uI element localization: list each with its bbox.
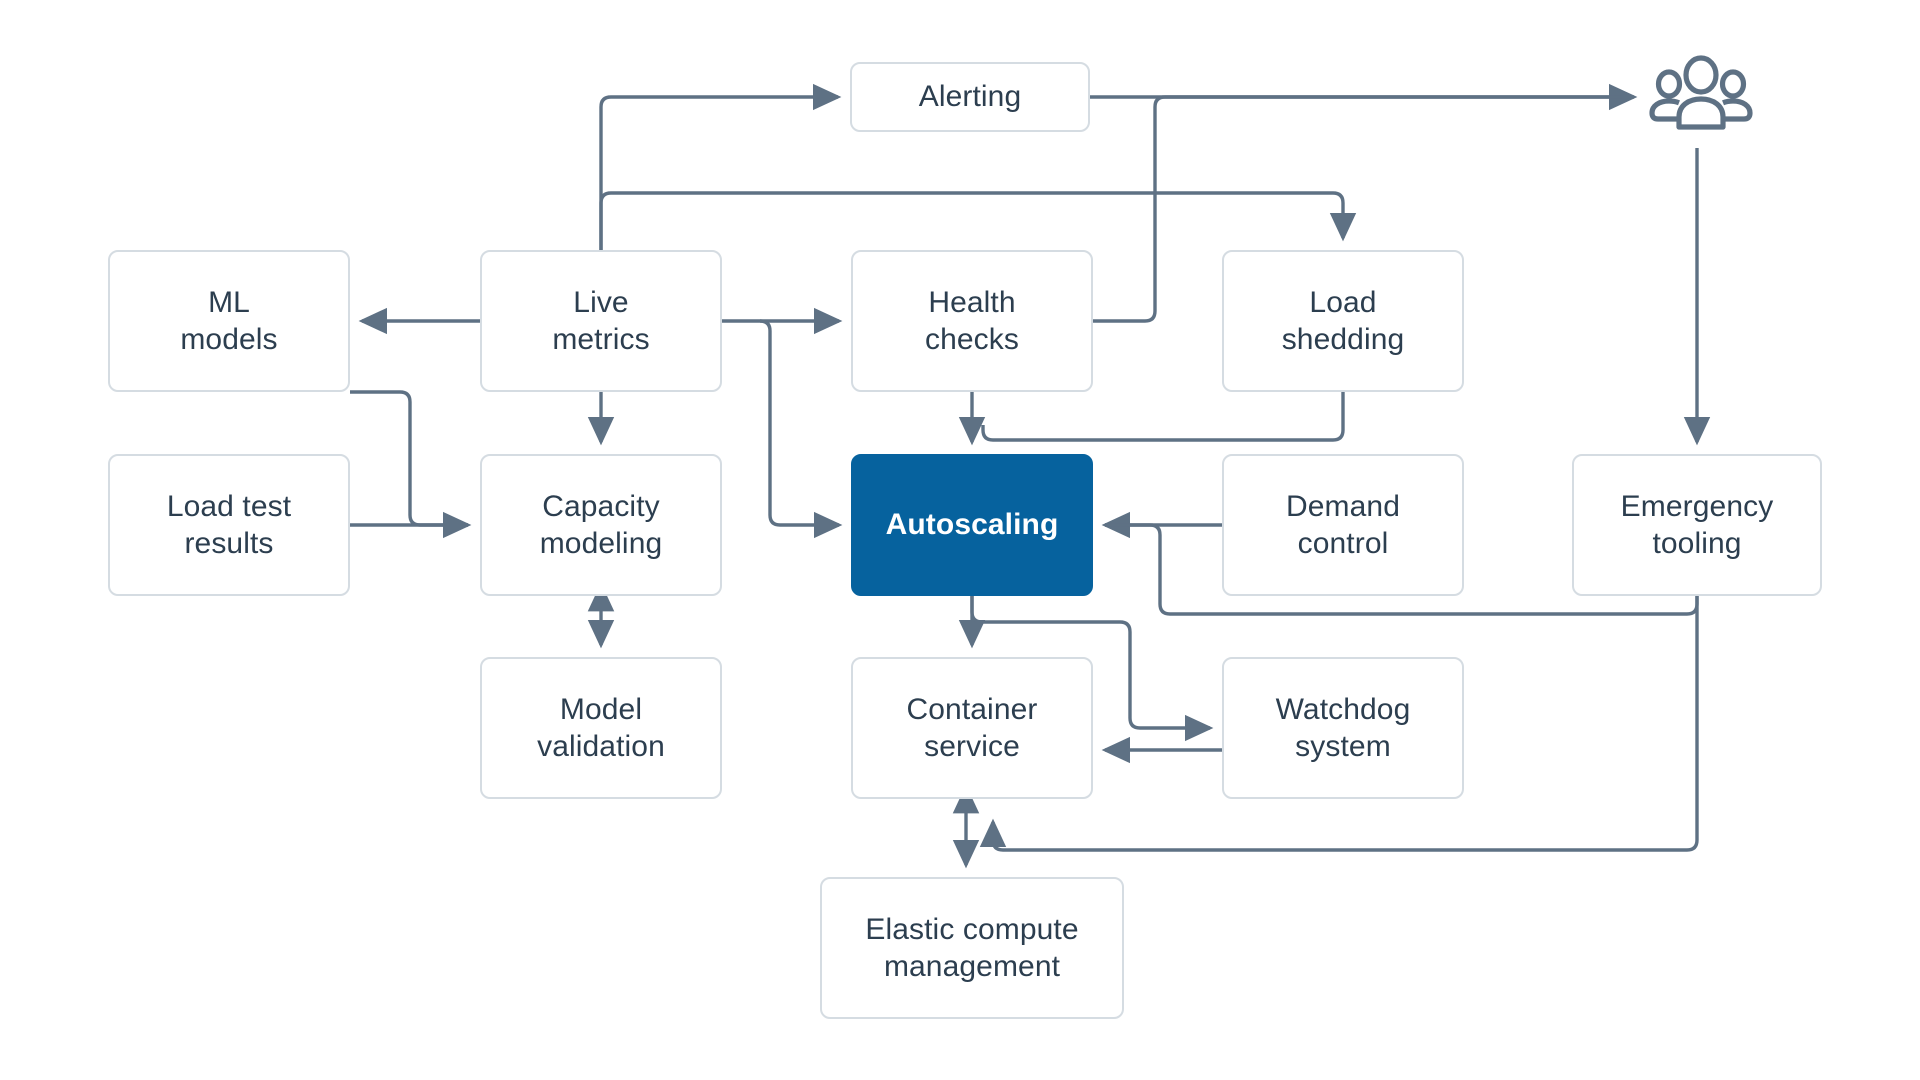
node-health-checks[interactable]: Health checks [851,250,1093,392]
node-demand-control[interactable]: Demand control [1222,454,1464,596]
node-load-shedding[interactable]: Load shedding [1222,250,1464,392]
edge-live-metrics-to-alerting [599,83,842,250]
node-live-metrics[interactable]: Live metrics [480,250,722,392]
node-watchdog-system[interactable]: Watchdog system [1222,657,1464,799]
node-emergency-tooling[interactable]: Emergency tooling [1572,454,1822,596]
node-alerting[interactable]: Alerting [850,62,1090,132]
edge-load-shedding-to-autoscaling [981,392,1345,442]
node-autoscaling[interactable]: Autoscaling [851,454,1093,596]
node-container-service[interactable]: Container service [851,657,1093,799]
people-group-icon [1646,50,1756,140]
edge-ml-models-to-capacity [350,390,468,527]
edge-live-metrics-to-load-shedding [599,191,1357,250]
node-ml-models[interactable]: ML models [108,250,350,392]
node-elastic-compute-management[interactable]: Elastic compute management [820,877,1124,1019]
node-capacity-modeling[interactable]: Capacity modeling [480,454,722,596]
edge-live-metrics-to-autoscaling [759,319,843,539]
node-model-validation[interactable]: Model validation [480,657,722,799]
node-load-test-results[interactable]: Load test results [108,454,350,596]
